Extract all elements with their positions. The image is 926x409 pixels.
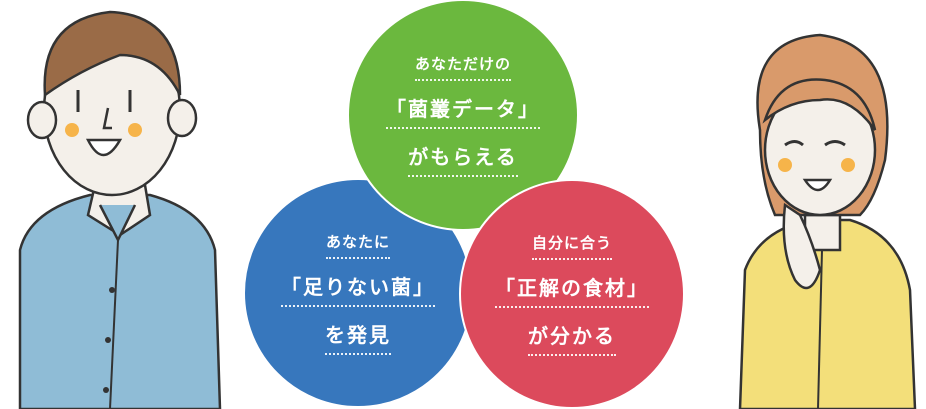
woman-illustration — [738, 33, 917, 409]
circle-blue-line-2: 「足りない菌」 — [281, 271, 435, 307]
circle-blue-line-3: を発見 — [325, 319, 391, 355]
circle-blue-line-1: あなたに — [325, 231, 390, 259]
circle-red-line-1: 自分に合う — [531, 232, 612, 260]
circle-green-line-1: あなただけの — [414, 53, 511, 81]
circle-red-line-2: 「正解の食材」 — [495, 272, 649, 308]
circle-red: 自分に合う 「正解の食材」 が分かる — [459, 179, 685, 409]
circle-green-line-3: がもらえる — [408, 141, 518, 177]
circle-green-line-2: 「菌叢データ」 — [386, 93, 540, 129]
circle-green: あなただけの 「菌叢データ」 がもらえる — [347, 0, 579, 231]
man-illustration — [18, 10, 222, 409]
circle-red-line-3: が分かる — [528, 320, 616, 356]
